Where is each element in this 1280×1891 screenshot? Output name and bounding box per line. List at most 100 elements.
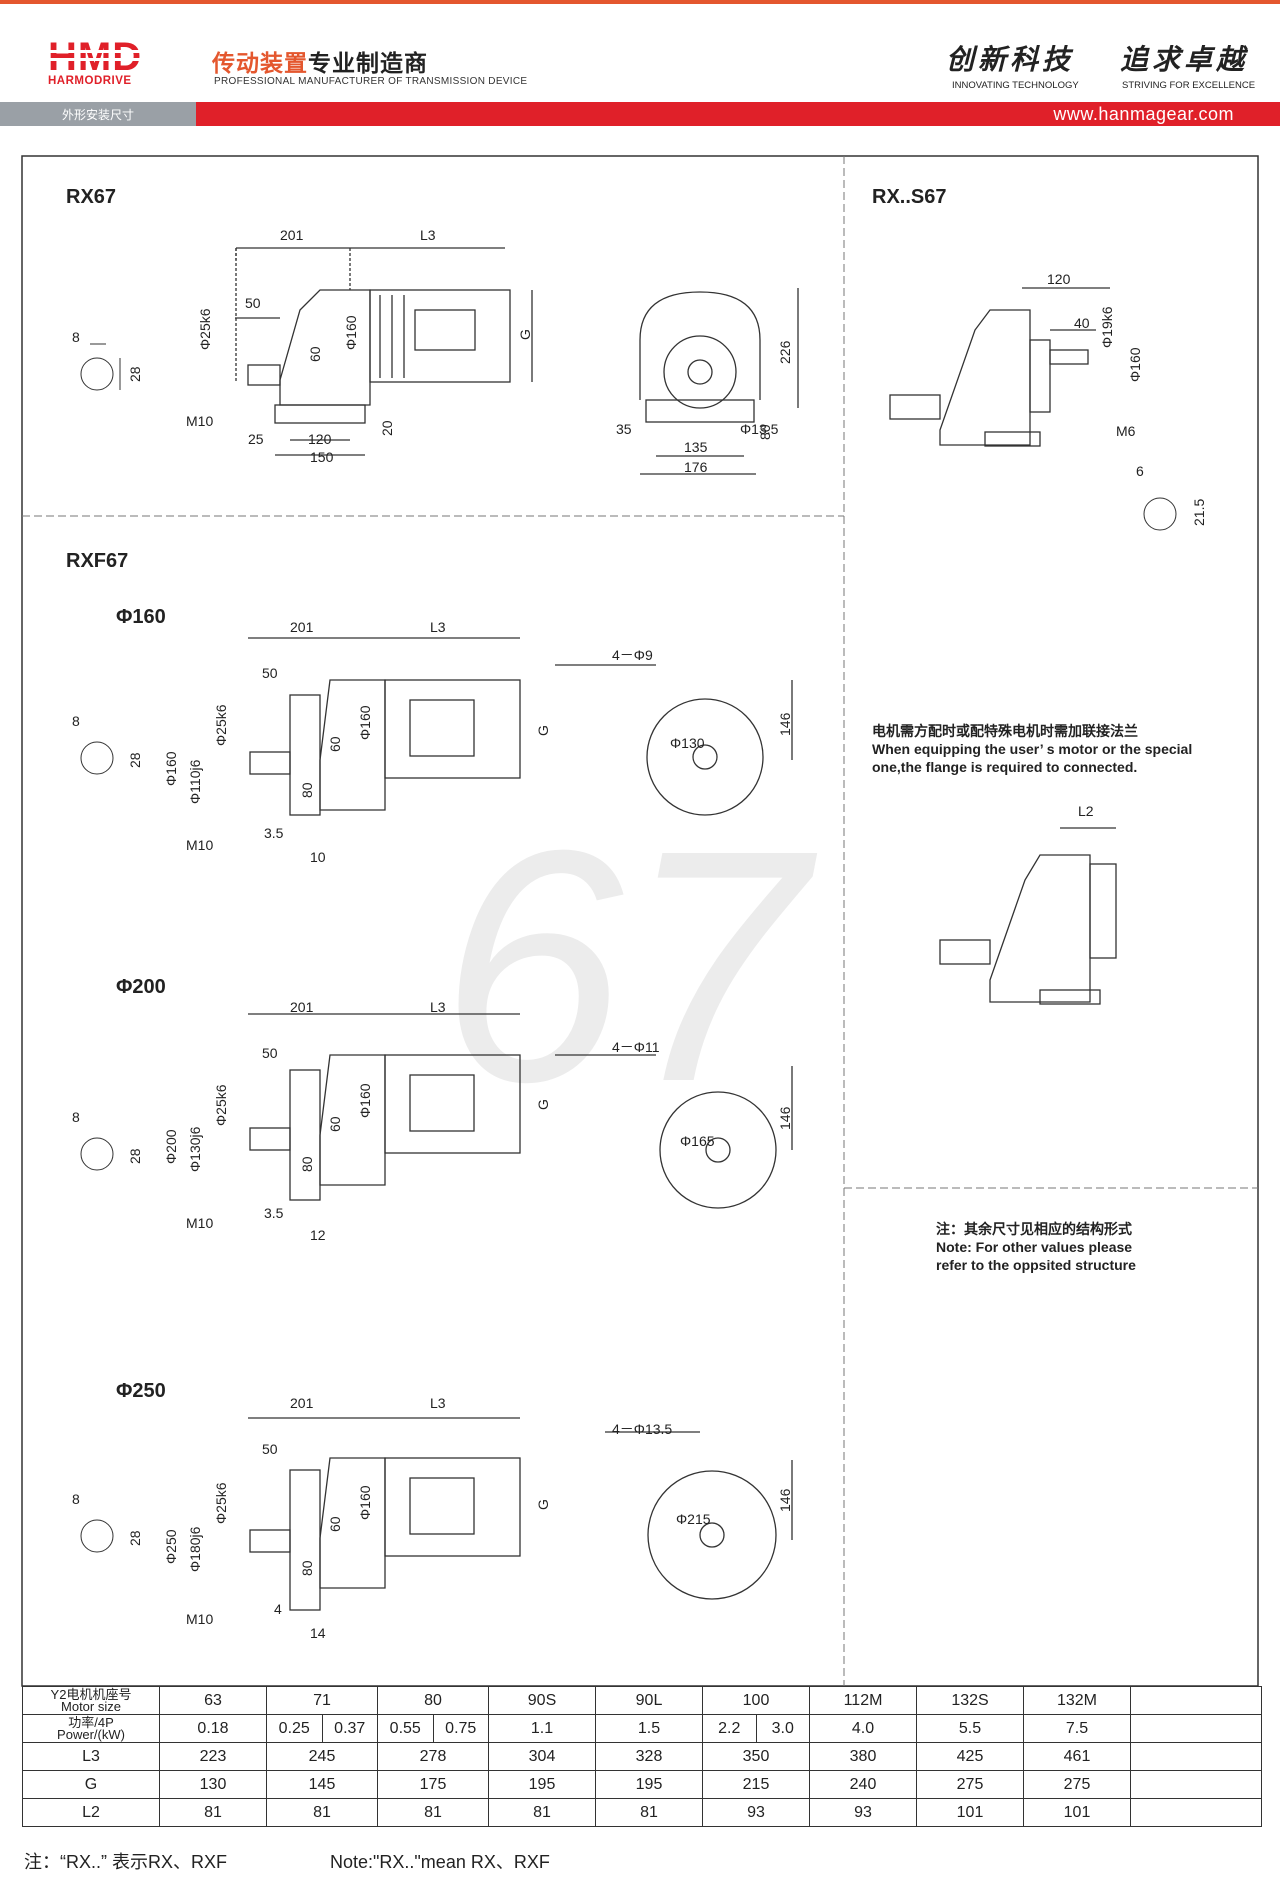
svg-text:150: 150 bbox=[310, 449, 334, 465]
svg-text:G: G bbox=[517, 329, 533, 340]
svg-text:Φ25k6: Φ25k6 bbox=[197, 308, 213, 350]
svg-text:Φ130j6: Φ130j6 bbox=[187, 1126, 203, 1172]
svg-text:50: 50 bbox=[262, 1045, 278, 1061]
flange-note: 电机需方配时或配特殊电机时需加联接法兰 When equipping the u… bbox=[872, 723, 1193, 775]
svg-text:80: 80 bbox=[299, 1156, 315, 1172]
svg-text:Φ13.5: Φ13.5 bbox=[740, 421, 779, 437]
model-label-rx67: RX67 bbox=[66, 186, 117, 208]
svg-text:10: 10 bbox=[310, 849, 326, 865]
svg-text:20: 20 bbox=[379, 420, 395, 436]
svg-text:135: 135 bbox=[684, 439, 708, 455]
svg-text:Φ200: Φ200 bbox=[163, 1129, 179, 1164]
rxf67-phi200-view bbox=[248, 1013, 793, 1209]
svg-text:60: 60 bbox=[327, 1516, 343, 1532]
rx67-front-view bbox=[639, 288, 799, 475]
rxf67-phi160-view bbox=[248, 637, 793, 816]
svg-text:4: 4 bbox=[274, 1601, 282, 1617]
svg-text:120: 120 bbox=[308, 431, 332, 447]
svg-text:L3: L3 bbox=[430, 1395, 446, 1411]
hmd-logo-icon: HMD HARMODRIVE bbox=[48, 36, 160, 87]
svg-text:Φ19k6: Φ19k6 bbox=[1099, 306, 1115, 348]
svg-text:4－Φ13.5: 4－Φ13.5 bbox=[612, 1421, 672, 1437]
rx67-side-view bbox=[235, 247, 533, 456]
svg-text:Φ250: Φ250 bbox=[163, 1529, 179, 1564]
svg-text:L3: L3 bbox=[420, 227, 436, 243]
svg-text:25: 25 bbox=[248, 431, 264, 447]
svg-text:8: 8 bbox=[72, 1491, 80, 1507]
slogan-excellence: 追求卓越 bbox=[1120, 43, 1249, 76]
svg-text:146: 146 bbox=[777, 1488, 793, 1512]
svg-text:176: 176 bbox=[684, 459, 708, 475]
watermark-67: 67 bbox=[440, 781, 819, 1150]
svg-text:M10: M10 bbox=[186, 413, 213, 429]
model-label-rxs67: RX..S67 bbox=[872, 186, 947, 208]
svg-text:146: 146 bbox=[777, 1106, 793, 1130]
flange-label-160: Φ160 bbox=[116, 606, 166, 628]
rx67-dims: 201 L3 50 G Φ25k6 60 Φ160 M10 25 120 150… bbox=[186, 227, 533, 465]
top-accent-line bbox=[0, 0, 1280, 4]
footer-note-cn: 注：“RX..” 表示RX、RXF bbox=[24, 1852, 228, 1872]
svg-text:80: 80 bbox=[299, 782, 315, 798]
svg-text:120: 120 bbox=[1047, 271, 1071, 287]
header-bar bbox=[0, 102, 1280, 126]
svg-text:28: 28 bbox=[127, 1148, 143, 1164]
svg-text:28: 28 bbox=[127, 752, 143, 768]
svg-text:12: 12 bbox=[310, 1227, 326, 1243]
svg-text:226: 226 bbox=[777, 340, 793, 364]
svg-text:8: 8 bbox=[72, 329, 80, 345]
svg-text:Φ160: Φ160 bbox=[357, 1083, 373, 1118]
flange-example-view bbox=[939, 827, 1117, 1005]
svg-text:28: 28 bbox=[127, 1530, 143, 1546]
svg-text:80: 80 bbox=[757, 424, 773, 440]
svg-text:HMD: HMD bbox=[48, 36, 142, 79]
flange-label-250: Φ250 bbox=[116, 1380, 166, 1402]
slogan-excellence-en: STRIVING FOR EXCELLENCE bbox=[1122, 80, 1256, 91]
svg-text:Φ160: Φ160 bbox=[163, 751, 179, 786]
svg-text:201: 201 bbox=[290, 1395, 314, 1411]
svg-text:8: 8 bbox=[72, 713, 80, 729]
svg-text:Φ25k6: Φ25k6 bbox=[213, 704, 229, 746]
svg-text:Φ110j6: Φ110j6 bbox=[187, 759, 203, 804]
slogan-innovating-en: INNOVATING TECHNOLOGY bbox=[952, 80, 1079, 91]
svg-text:60: 60 bbox=[327, 736, 343, 752]
svg-text:28: 28 bbox=[127, 366, 143, 382]
svg-text:50: 50 bbox=[245, 295, 261, 311]
model-label-rxf67: RXF67 bbox=[66, 550, 129, 572]
svg-text:Φ160: Φ160 bbox=[357, 705, 373, 740]
flange-label-200: Φ200 bbox=[116, 976, 166, 998]
svg-text:Φ160: Φ160 bbox=[343, 315, 359, 350]
svg-text:G: G bbox=[535, 1499, 551, 1510]
svg-text:4－Φ11: 4－Φ11 bbox=[612, 1039, 660, 1055]
rx67-key bbox=[80, 343, 121, 391]
svg-text:M10: M10 bbox=[186, 1611, 213, 1627]
website-link[interactable]: www.hanmagear.com bbox=[1053, 104, 1234, 124]
other-values-note: 注：其余尺寸见相应的结构形式 Note: For other values pl… bbox=[936, 1221, 1136, 1273]
svg-text:60: 60 bbox=[307, 346, 323, 362]
svg-text:146: 146 bbox=[777, 712, 793, 736]
svg-text:60: 60 bbox=[327, 1116, 343, 1132]
svg-text:201: 201 bbox=[280, 227, 304, 243]
rxf67-phi250-view bbox=[248, 1417, 793, 1611]
svg-text:Φ165: Φ165 bbox=[680, 1133, 715, 1149]
svg-text:M10: M10 bbox=[186, 1215, 213, 1231]
svg-text:Φ25k6: Φ25k6 bbox=[213, 1482, 229, 1524]
svg-text:L3: L3 bbox=[430, 619, 446, 635]
svg-text:21.5: 21.5 bbox=[1191, 499, 1207, 526]
svg-text:M10: M10 bbox=[186, 837, 213, 853]
svg-text:40: 40 bbox=[1074, 315, 1090, 331]
svg-text:Φ180j6: Φ180j6 bbox=[187, 1526, 203, 1572]
svg-text:L2: L2 bbox=[1078, 803, 1094, 819]
brand-subtitle: PROFESSIONAL MANUFACTURER OF TRANSMISSIO… bbox=[214, 76, 528, 87]
rxs67-view bbox=[889, 287, 1110, 447]
svg-text:4－Φ9: 4－Φ9 bbox=[612, 647, 653, 663]
svg-text:HARMODRIVE: HARMODRIVE bbox=[48, 75, 132, 87]
brand-title: 传动装置专业制造商 bbox=[212, 50, 428, 76]
svg-text:3.5: 3.5 bbox=[264, 1205, 284, 1221]
